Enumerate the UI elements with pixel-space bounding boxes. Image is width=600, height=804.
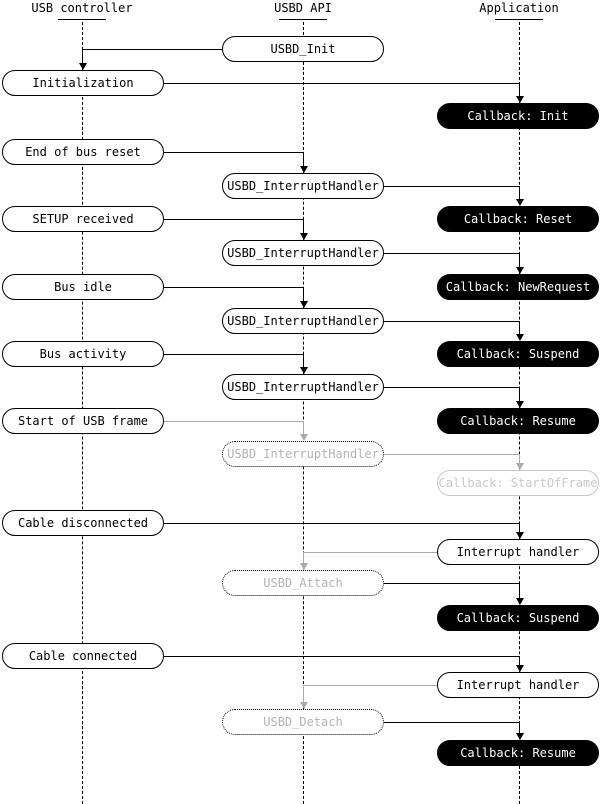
column-header-application: Application	[479, 1, 559, 15]
connector-c6-arrowhead	[516, 267, 524, 274]
node-usbd-init[interactable]: USBD_Init	[222, 36, 384, 62]
connector-c14-horizontal	[303, 552, 437, 553]
node-bus-activity[interactable]: Bus activity	[2, 341, 164, 367]
lifeline-usbd-api	[303, 22, 304, 804]
node-int-handler-1[interactable]: Interrupt handler	[437, 539, 599, 565]
node-bus-idle[interactable]: Bus idle	[2, 274, 164, 300]
node-setup-received[interactable]: SETUP received	[2, 206, 164, 232]
connector-c9-horizontal	[164, 354, 303, 355]
connector-c16-vertical	[519, 656, 520, 666]
column-header-usb-controller: USB controller	[31, 1, 133, 15]
node-end-of-bus-reset[interactable]: End of bus reset	[2, 139, 164, 165]
connector-c12-horizontal	[384, 454, 519, 455]
column-header-underline-usbd-api	[279, 19, 327, 20]
column-header-underline-application	[495, 19, 543, 20]
connector-c3-horizontal	[164, 152, 303, 153]
node-usbd-detach[interactable]: USBD_Detach	[222, 709, 384, 735]
connector-c1-arrowhead	[79, 63, 87, 70]
connector-c2-arrowhead	[516, 96, 524, 103]
connector-c15-vertical	[519, 583, 520, 599]
node-ih-1[interactable]: USBD_InterruptHandler	[222, 173, 384, 199]
connector-c8-horizontal	[384, 321, 519, 322]
connector-c13-arrowhead	[516, 532, 524, 539]
node-ih-3[interactable]: USBD_InterruptHandler	[222, 308, 384, 334]
connector-c12-vertical	[519, 454, 520, 464]
connector-c9-arrowhead	[300, 367, 308, 374]
node-cb-startofframe[interactable]: Callback: StartOfFrame	[437, 470, 599, 496]
connector-c2-horizontal	[164, 83, 519, 84]
connector-c8-arrowhead	[516, 334, 524, 341]
connector-c10-arrowhead	[516, 401, 524, 408]
connector-c6-vertical	[519, 253, 520, 268]
node-cb-suspend-1[interactable]: Callback: Suspend	[437, 341, 599, 367]
connector-c11-vertical	[303, 421, 304, 435]
connector-c14-arrowhead	[300, 563, 308, 570]
connector-c7-horizontal	[164, 287, 303, 288]
connector-c17-horizontal	[303, 685, 437, 686]
node-int-handler-2[interactable]: Interrupt handler	[437, 672, 599, 698]
connector-c11-arrowhead	[300, 434, 308, 441]
connector-c9-vertical	[303, 354, 304, 368]
node-usbd-attach[interactable]: USBD_Attach	[222, 570, 384, 596]
node-cb-resume-2[interactable]: Callback: Resume	[437, 740, 599, 766]
connector-c15-horizontal	[384, 583, 519, 584]
node-cb-suspend-2[interactable]: Callback: Suspend	[437, 605, 599, 631]
connector-c8-vertical	[519, 321, 520, 335]
node-ih-2[interactable]: USBD_InterruptHandler	[222, 240, 384, 266]
node-cable-disconn[interactable]: Cable disconnected	[2, 510, 164, 536]
connector-c7-arrowhead	[300, 301, 308, 308]
node-cb-resume-1[interactable]: Callback: Resume	[437, 408, 599, 434]
connector-c17-vertical	[303, 685, 304, 703]
connector-c5-arrowhead	[300, 233, 308, 240]
connector-c14-vertical	[303, 552, 304, 564]
connector-c1-horizontal	[82, 49, 222, 50]
node-cb-reset[interactable]: Callback: Reset	[437, 206, 599, 232]
connector-c6-horizontal	[384, 253, 519, 254]
connector-c2-vertical	[519, 83, 520, 97]
connector-c10-vertical	[519, 387, 520, 402]
connector-c7-vertical	[303, 287, 304, 302]
connector-c11-horizontal	[164, 421, 303, 422]
node-start-of-frame[interactable]: Start of USB frame	[2, 408, 164, 434]
connector-c13-vertical	[519, 523, 520, 533]
node-cable-conn[interactable]: Cable connected	[2, 643, 164, 669]
connector-c5-vertical	[303, 219, 304, 234]
connector-c18-vertical	[519, 722, 520, 734]
connector-c18-arrowhead	[516, 733, 524, 740]
connector-c4-arrowhead	[516, 199, 524, 206]
connector-c16-horizontal	[164, 656, 519, 657]
connector-c3-arrowhead	[300, 166, 308, 173]
node-ih-5[interactable]: USBD_InterruptHandler	[222, 441, 384, 467]
connector-c15-arrowhead	[516, 598, 524, 605]
connector-c17-arrowhead	[300, 702, 308, 709]
connector-c18-horizontal	[384, 722, 519, 723]
connector-c4-horizontal	[384, 186, 519, 187]
node-cb-init[interactable]: Callback: Init	[437, 103, 599, 129]
connector-c16-arrowhead	[516, 665, 524, 672]
connector-c3-vertical	[303, 152, 304, 167]
connector-c13-horizontal	[164, 523, 519, 524]
node-ih-4[interactable]: USBD_InterruptHandler	[222, 374, 384, 400]
node-cb-newrequest[interactable]: Callback: NewRequest	[437, 274, 599, 300]
connector-c5-horizontal	[164, 219, 303, 220]
column-header-underline-usb-controller	[58, 19, 106, 20]
connector-c4-vertical	[519, 186, 520, 200]
connector-c12-arrowhead	[516, 463, 524, 470]
node-initialization[interactable]: Initialization	[2, 70, 164, 96]
connector-c10-horizontal	[384, 387, 519, 388]
column-header-usbd-api: USBD API	[274, 1, 332, 15]
connector-c1-vertical	[82, 49, 83, 64]
